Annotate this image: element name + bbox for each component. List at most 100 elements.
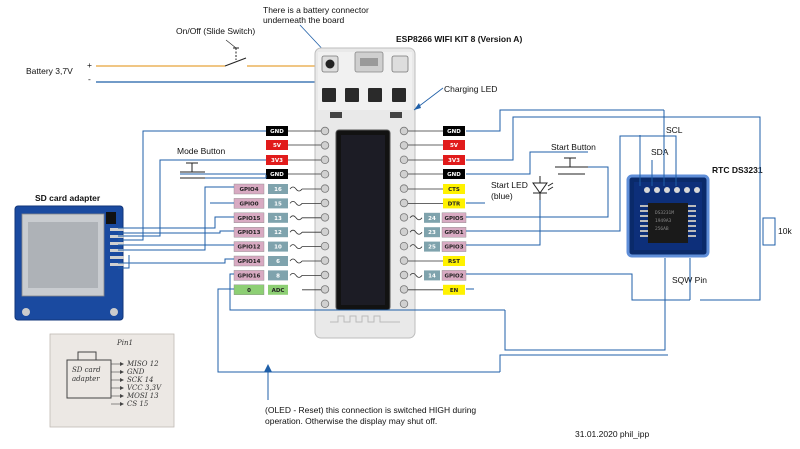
pin-hole: [399, 141, 409, 150]
start-led-label: Start LED(blue): [491, 180, 528, 201]
gpio-tag-bg: [233, 183, 265, 195]
pin-num-bg: [268, 198, 288, 209]
sd-card-adapter: [14, 205, 124, 321]
scl-label: SCL: [666, 125, 683, 135]
gpio-tag-bg: [233, 226, 265, 238]
pin-num-23: 23: [428, 230, 436, 236]
pwm-wave-icon: [289, 273, 303, 278]
gpio-tag-bg: [441, 270, 467, 281]
pin-tag-3v3: 3V3: [448, 158, 460, 164]
gpio-tag-bg: [233, 212, 265, 224]
gpio-tag-bg: [233, 270, 265, 281]
gpio-tag-gpio12: GPIO12: [238, 245, 261, 251]
pin-tag-gnd: GND: [270, 172, 284, 178]
pwm-wave-icon: [289, 244, 303, 249]
ctrl-tag-en: EN: [450, 288, 459, 294]
gpio-tag-gpio14: GPIO14: [238, 259, 261, 265]
resistor-label: 10k: [778, 226, 792, 236]
pin-tag-gnd: GND: [447, 172, 461, 178]
pwm-wave-icon: [409, 215, 423, 221]
oled-reset-note: (OLED - Reset) this connection is switch…: [265, 405, 476, 426]
pin-hole: [320, 213, 330, 222]
sd-adapter-label: SD card adapter: [35, 193, 101, 203]
pin-num-bg: [424, 227, 440, 238]
pin-hole: [320, 270, 330, 280]
battery-label: Battery 3,7V: [26, 66, 73, 76]
gpio-tag-bg: [233, 284, 265, 295]
ctrl-tag-dtr: DTR: [448, 201, 461, 207]
gpio-tag-gpio2: GPIO2: [444, 273, 463, 279]
pin-hole: [399, 213, 409, 222]
pin-num-24: 24: [428, 216, 436, 222]
pin-num-bg: [268, 270, 288, 281]
battery-minus: -: [88, 74, 91, 84]
antenna-trace: [330, 315, 400, 323]
sketch-line: SCK 14: [127, 376, 154, 384]
pin-hole: [399, 198, 409, 208]
pin-num-15: 15: [274, 201, 282, 207]
pin-tag-bg: [266, 140, 288, 150]
pin-num-10: 10: [274, 245, 282, 251]
pin-hole: [320, 141, 330, 150]
pin-hole: [399, 256, 409, 265]
rtc-chip: [648, 203, 688, 243]
pin-num-bg: [268, 284, 288, 295]
gpio-tag-gpio3: GPIO3: [444, 245, 463, 251]
pin-num-bg: [268, 184, 288, 194]
sketch-pin-label: Pin1: [116, 339, 133, 347]
pin-hole: [399, 169, 409, 179]
pin-hole: [320, 227, 330, 236]
gpio-tag-gpio5: GPIO5: [444, 216, 463, 222]
pin-hole: [399, 184, 409, 193]
pin-hole: [320, 198, 330, 208]
charging-led-label: Charging LED: [444, 84, 497, 94]
pwm-wave-icon: [289, 215, 303, 221]
pin-hole: [399, 155, 409, 164]
ctrl-tag-rst: RST: [448, 259, 460, 265]
switch-label: On/Off (Slide Switch): [176, 26, 255, 36]
gpio-tag-gpio1: GPIO1: [444, 230, 463, 236]
pin-num-bg: [268, 256, 288, 266]
pin-tag-bg: [266, 155, 288, 165]
start-button-symbol: [555, 157, 588, 175]
pin-tag-bg: [443, 169, 465, 179]
ctrl-tag-cts: CTS: [448, 187, 460, 193]
gpio-tag-bg: [233, 255, 265, 267]
date-author: 31.01.2020 phil_ipp: [575, 429, 649, 439]
pin-tag-bg: [443, 155, 465, 165]
pin-num-13: 13: [274, 216, 282, 222]
pin-tag-bg: [266, 126, 288, 136]
mode-button-label: Mode Button: [177, 146, 225, 156]
pin-tag-gnd: GND: [447, 129, 461, 135]
sketch-line: MOSI 13: [126, 392, 159, 400]
rtc-label: RTC DS3231: [712, 165, 763, 175]
ctrl-tag-bg: [443, 198, 465, 209]
pin-hole: [399, 270, 409, 280]
pin-num-bg: [268, 241, 288, 252]
sketch-line: MISO 12: [126, 360, 159, 368]
prg-button: [391, 55, 409, 73]
sketch-line: GND: [127, 368, 145, 376]
gpio-tag-bg: [441, 226, 467, 238]
gpio-tag-gpio13: GPIO13: [238, 230, 261, 236]
wiring: [118, 109, 761, 373]
pin-num-bg: [424, 270, 440, 281]
pin-hole: [320, 299, 330, 308]
gpio-tag-bg: [441, 241, 467, 252]
pin-num-8: 8: [276, 273, 280, 279]
oled-note-arrow: [264, 364, 272, 400]
pin-num-16: 16: [274, 187, 282, 193]
resistor: [762, 217, 776, 246]
slide-switch-symbol: [224, 39, 247, 67]
pin-hole: [320, 241, 330, 251]
pin-hole: [399, 285, 409, 294]
mode-button-symbol: [180, 162, 205, 179]
pwm-wave-icon: [409, 273, 423, 278]
